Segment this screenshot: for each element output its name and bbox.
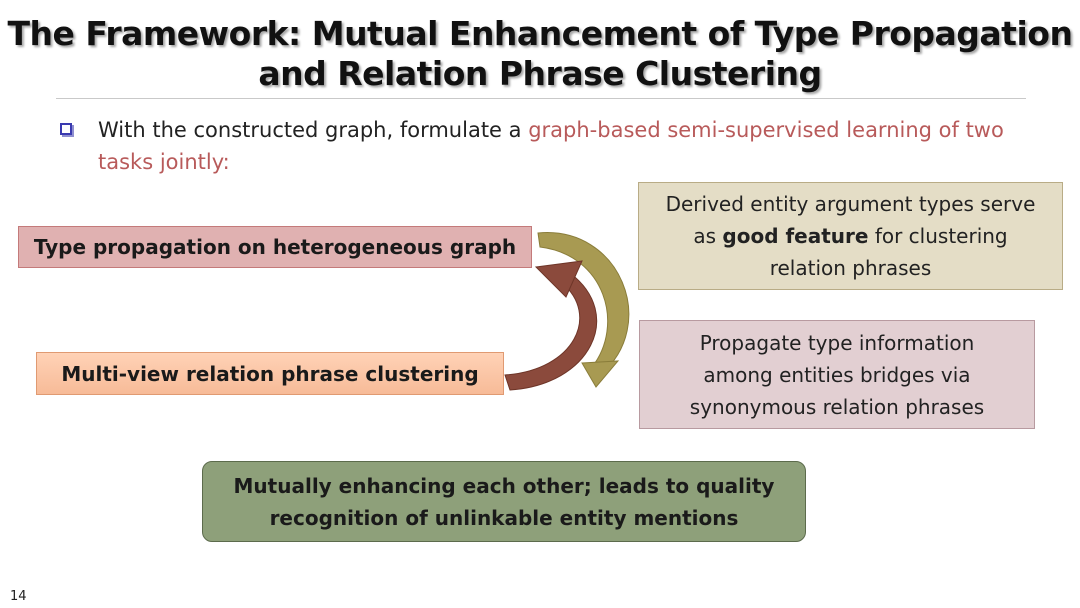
propagate-type-box: Propagate type information among entitie… (639, 320, 1035, 429)
bullet-square-icon (60, 123, 72, 135)
arrow-up-head (534, 260, 583, 298)
page-number: 14 (10, 589, 27, 604)
derived-line-2-before: as (693, 224, 723, 248)
derived-line-2-bold: good feature (722, 224, 869, 248)
slide-title: The Framework: Mutual Enhancement of Typ… (0, 14, 1080, 94)
propagate-line-3: synonymous relation phrases (689, 394, 985, 419)
arrow-up-curve (504, 272, 598, 391)
derived-line-1: Derived entity argument types serve (665, 192, 1036, 216)
type-propagation-box: Type propagation on heterogeneous graph (18, 226, 532, 268)
propagate-type-text: Propagate type information among entitie… (690, 327, 984, 423)
derived-types-text: Derived entity argument types serve as g… (666, 188, 1036, 284)
mutual-enhancement-text: Mutually enhancing each other; leads to … (234, 470, 775, 534)
bullet-text-highlight: graph-based semi-supervised learning of … (98, 118, 1004, 174)
derived-line-3: relation phrases (769, 256, 932, 280)
type-propagation-label: Type propagation on heterogeneous graph (33, 235, 517, 259)
cycle-arrows-icon (504, 232, 630, 391)
derived-line-2: as good feature for clustering (666, 220, 1036, 252)
mutual-enhancement-box: Mutually enhancing each other; leads to … (202, 461, 806, 542)
arrow-down-head (581, 360, 620, 388)
mutual-line-2: recognition of unlinkable entity mention… (269, 505, 739, 530)
title-divider (56, 98, 1026, 99)
slide-title-line-1: The Framework: Mutual Enhancement of Typ… (7, 14, 1073, 53)
propagate-line-2: among entities bridges via (703, 362, 971, 387)
mutual-line-1: Mutually enhancing each other; leads to … (233, 473, 775, 498)
propagate-line-1: Propagate type information (699, 330, 975, 355)
multi-view-clustering-box: Multi-view relation phrase clustering (36, 352, 504, 395)
slide-title-line-2: and Relation Phrase Clustering (258, 54, 822, 93)
bullet-text-plain: With the constructed graph, formulate a (98, 118, 529, 142)
derived-types-box: Derived entity argument types serve as g… (638, 182, 1063, 290)
multi-view-clustering-label: Multi-view relation phrase clustering (61, 361, 479, 386)
derived-line-2-after: for clustering (868, 224, 1008, 248)
bullet-text: With the constructed graph, formulate a … (98, 114, 1018, 178)
